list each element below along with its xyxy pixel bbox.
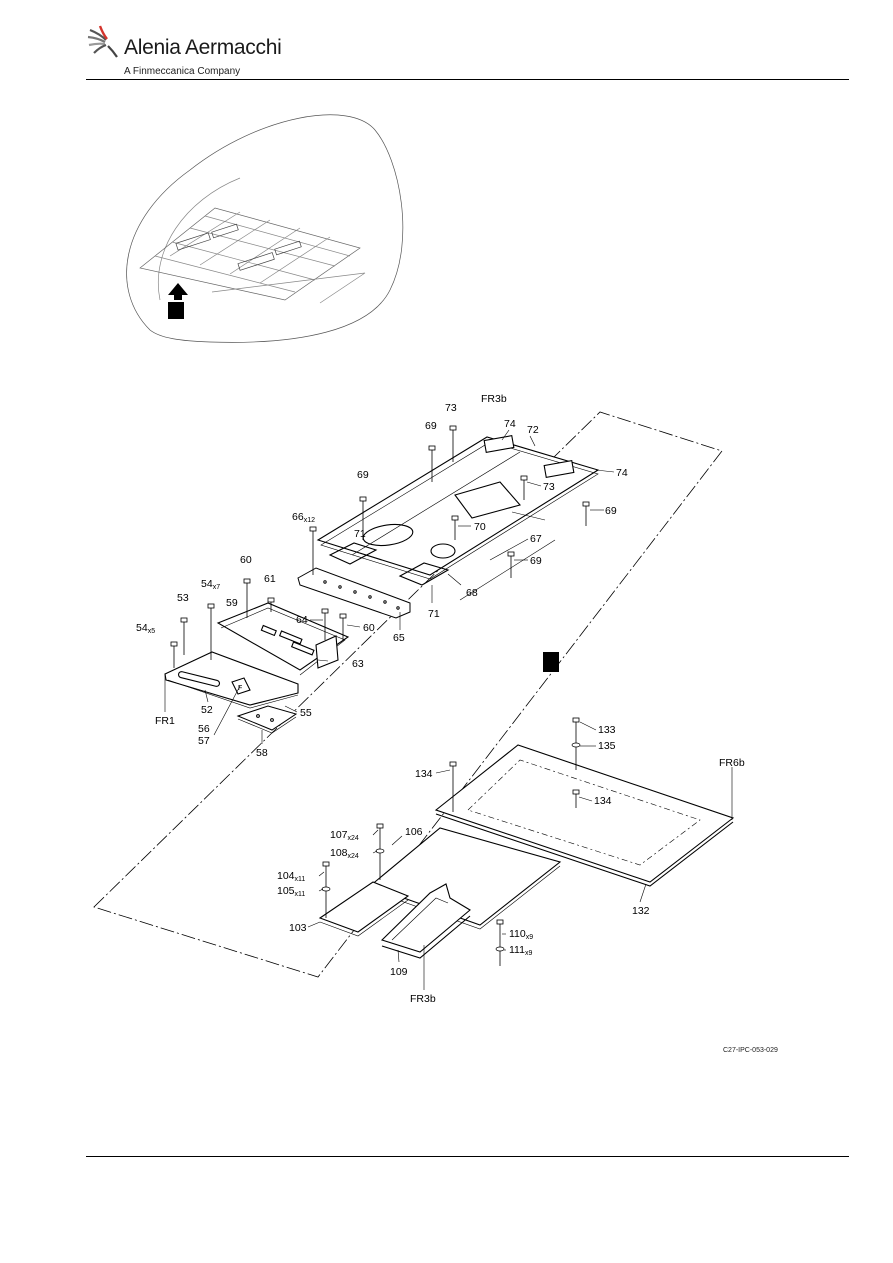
callout-60b: 60 — [363, 622, 375, 634]
channel-109 — [380, 883, 471, 959]
alenia-swirl-logo-icon — [87, 25, 118, 58]
locator-view-c-box — [168, 302, 184, 319]
callout-60a: 60 — [240, 554, 252, 566]
callout-135: 135 — [598, 740, 616, 752]
callout-132: 132 — [632, 905, 650, 917]
callout-55: 55 — [300, 707, 312, 719]
callout-107: 107x24 — [330, 829, 359, 842]
callout-59: 59 — [226, 597, 238, 609]
callout-73b: 73 — [543, 481, 555, 493]
brand-name: Alenia Aermacchi — [124, 36, 282, 59]
callout-71b: 71 — [428, 608, 440, 620]
assembly-envelope — [93, 411, 723, 978]
callout-63: 63 — [352, 658, 364, 670]
callout-110: 110x9 — [509, 928, 533, 941]
floor-panel-52: F — [164, 651, 299, 709]
detail-view-c-label: C — [546, 655, 557, 672]
callout-103: 103 — [289, 922, 307, 934]
floor-panel-103 — [318, 881, 410, 937]
fastener-bolts — [170, 425, 590, 966]
callout-133: 133 — [598, 724, 616, 736]
callout-69c: 69 — [357, 469, 369, 481]
doubler-plate-65 — [297, 567, 411, 619]
locator-view — [126, 114, 404, 343]
callout-134a: 134 — [415, 768, 433, 780]
callout-73a: 73 — [445, 402, 457, 414]
callout-106: 106 — [405, 826, 423, 838]
callout-69a: 69 — [425, 420, 437, 432]
callout-57: 57 — [198, 735, 210, 747]
callout-105: 105x11 — [277, 885, 305, 898]
callout-fr3b-bottom: FR3b — [410, 993, 436, 1005]
callout-56: 56 — [198, 723, 210, 735]
callout-54a: 54x7 — [201, 578, 220, 591]
cover-plate-58 — [236, 705, 298, 734]
callout-69d: 69 — [530, 555, 542, 567]
floor-panel-59 — [216, 602, 350, 676]
callout-66: 66x12 — [292, 511, 315, 524]
callout-72: 72 — [527, 424, 539, 436]
footer-divider — [86, 1156, 849, 1157]
floor-panel-72 — [316, 435, 600, 601]
detail-view-c-box — [543, 652, 559, 672]
brand-tagline: A Finmeccanica Company — [124, 66, 241, 77]
callout-54b: 54x5 — [136, 622, 155, 635]
page-header: Alenia Aermacchi A Finmeccanica Company — [0, 0, 893, 82]
callout-69b: 69 — [605, 505, 617, 517]
figure-reference: C27-IPC-053-029 — [723, 1047, 778, 1054]
callout-104: 104x11 — [277, 870, 305, 883]
callout-52: 52 — [201, 704, 213, 716]
callout-fr6b: FR6b — [719, 757, 745, 769]
callout-71a: 71 — [354, 528, 366, 540]
callout-68: 68 — [466, 587, 478, 599]
callout-67: 67 — [530, 533, 542, 545]
callout-74a: 74 — [504, 418, 516, 430]
callout-58: 58 — [256, 747, 268, 759]
callout-labels: 73 FR3b 74 72 69 74 73 69 69 66x12 71 70… — [136, 393, 745, 1005]
svg-text:F: F — [238, 685, 242, 692]
washers — [321, 742, 581, 952]
floor-panel-132 — [434, 744, 735, 887]
leader-lines — [164, 429, 733, 990]
callout-70: 70 — [474, 521, 486, 533]
callout-134b: 134 — [594, 795, 612, 807]
locator-view-c-label: C — [171, 303, 181, 319]
view-direction-arrow-icon — [168, 283, 188, 300]
callout-74b: 74 — [616, 467, 628, 479]
callout-64: 64 — [296, 614, 308, 626]
callout-65: 65 — [393, 632, 405, 644]
callout-108: 108x24 — [330, 847, 359, 860]
callout-fr1: FR1 — [155, 715, 175, 727]
callout-111: 111x9 — [509, 944, 532, 957]
callout-53: 53 — [177, 592, 189, 604]
header-divider — [86, 79, 849, 80]
callout-109: 109 — [390, 966, 408, 978]
callout-fr3b-top: FR3b — [481, 393, 507, 405]
callout-61: 61 — [264, 573, 276, 585]
